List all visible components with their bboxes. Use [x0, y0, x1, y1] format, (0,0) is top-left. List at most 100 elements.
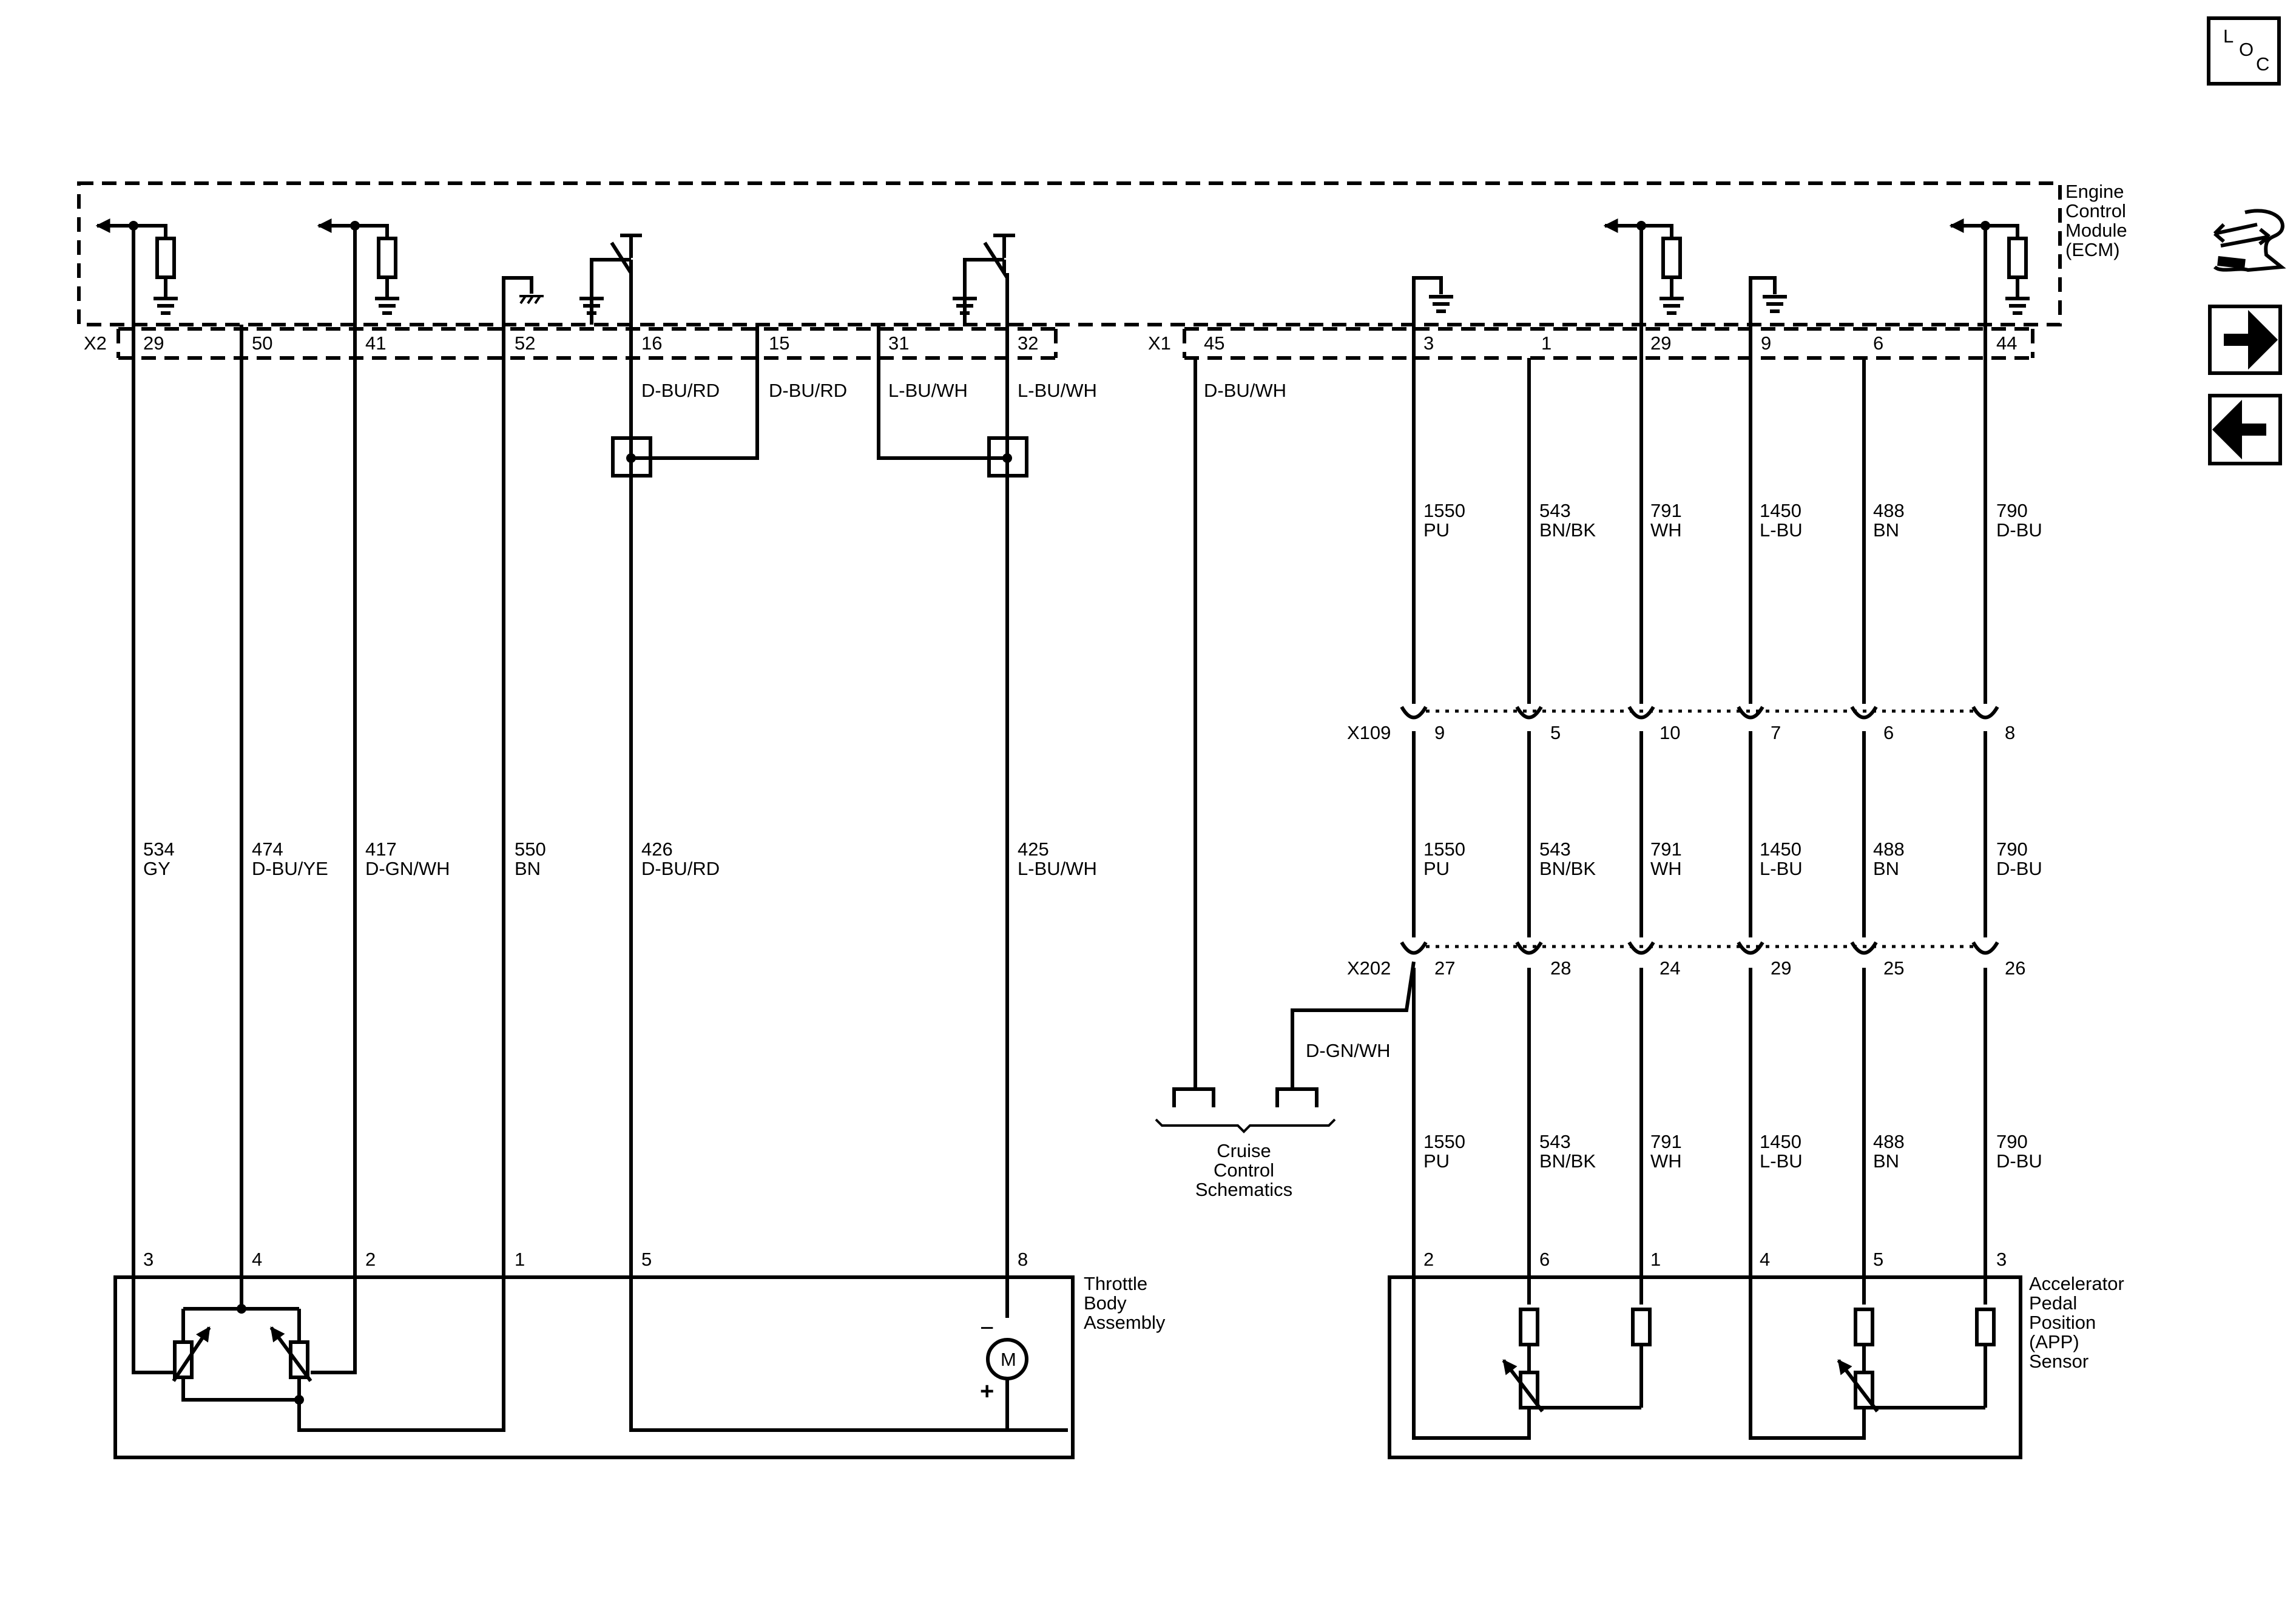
color-417: D-GN/WH: [365, 858, 450, 879]
svg-text:543: 543: [1539, 1131, 1571, 1152]
ecm-label-line2: Control: [2065, 200, 2126, 221]
tb-pin-2: 2: [365, 1249, 376, 1270]
arrow-left-icon: [2212, 399, 2266, 460]
pin-x1-45: 45: [1204, 333, 1224, 354]
svg-text:L-BU: L-BU: [1760, 519, 1803, 541]
app-pin-4: 4: [1760, 1249, 1770, 1270]
color-p15: D-BU/RD: [769, 380, 847, 401]
svg-text:PU: PU: [1423, 519, 1450, 541]
tb-pin-4: 4: [252, 1249, 262, 1270]
app-label-2: Pedal: [2029, 1292, 2077, 1314]
x109-pin-6: 6: [1883, 722, 1894, 743]
wrench-arrows-icon: [2213, 209, 2286, 272]
loc-button[interactable]: L O C: [2207, 16, 2281, 86]
color-p31: L-BU/WH: [888, 380, 968, 401]
svg-text:791: 791: [1650, 1131, 1682, 1152]
throttle-wire-labels: 534 GY 474 D-BU/YE 417 D-GN/WH 550 BN 42…: [143, 839, 1097, 879]
x202-pin-25: 25: [1883, 957, 1904, 979]
ecm-label-line1: Engine: [2065, 181, 2124, 202]
cruise-label-1: Cruise: [1217, 1140, 1271, 1161]
cruise-control-branch: D-GN/WH Cruise Control Schematics: [1155, 358, 1416, 1200]
color-p16: D-BU/RD: [641, 380, 720, 401]
svg-text:PU: PU: [1423, 858, 1450, 879]
app-wiring: [1412, 226, 1987, 1440]
wrench-arrows-button[interactable]: [2213, 209, 2286, 272]
wire-31: [877, 325, 1007, 460]
circuit-417: 417: [365, 839, 397, 860]
svg-text:488: 488: [1873, 839, 1905, 860]
pin-x2-41: 41: [365, 333, 386, 354]
throttle-wiring: [132, 226, 1068, 1432]
connector-x109: X109 9 5 10 7 6 8: [1347, 706, 2015, 743]
cruise-wire-color: D-GN/WH: [1306, 1040, 1390, 1061]
x202-pin-27: 27: [1434, 957, 1455, 979]
svg-text:WH: WH: [1650, 858, 1682, 879]
ecm-label-line3: Module: [2065, 220, 2127, 241]
ecm-outline: [77, 181, 2062, 326]
color-534: GY: [143, 858, 171, 879]
pin-x1-29: 29: [1650, 333, 1671, 354]
throttle-label-1: Throttle: [1084, 1273, 1147, 1294]
app-label-4: (APP): [2029, 1331, 2079, 1352]
pin-x2-29: 29: [143, 333, 164, 354]
color-426: D-BU/RD: [641, 858, 720, 879]
svg-text:791: 791: [1650, 500, 1682, 521]
svg-text:D-BU: D-BU: [1996, 519, 2042, 541]
pin-x2-31: 31: [888, 333, 909, 354]
tb-pin-1: 1: [515, 1249, 525, 1270]
svg-text:BN/BK: BN/BK: [1539, 858, 1596, 879]
svg-text:1450: 1450: [1760, 839, 1801, 860]
back-button[interactable]: [2208, 394, 2282, 465]
top-wire-colors: D-BU/RD D-BU/RD L-BU/WH L-BU/WH D-BU/WH: [641, 380, 1286, 401]
svg-text:BN: BN: [1873, 858, 1899, 879]
pin-x1-3: 3: [1423, 333, 1434, 354]
svg-text:BN/BK: BN/BK: [1539, 1150, 1596, 1172]
x202-label: X202: [1347, 957, 1391, 979]
motor-minus: −: [980, 1315, 994, 1342]
svg-text:BN/BK: BN/BK: [1539, 519, 1596, 541]
x109-pin-5: 5: [1550, 722, 1561, 743]
throttle-body-assembly: Throttle Body Assembly 3 4 2 1 5 8 M − +: [113, 1249, 1166, 1459]
svg-text:543: 543: [1539, 839, 1571, 860]
tb-pin-3: 3: [143, 1249, 154, 1270]
app-pin-5: 5: [1873, 1249, 1883, 1270]
motor-plus: +: [980, 1378, 994, 1405]
app-pin-2: 2: [1423, 1249, 1434, 1270]
pin-x2-16: 16: [641, 333, 662, 354]
ecm-internal-circuits: [95, 218, 2030, 325]
app-sensor: Accelerator Pedal Position (APP) Sensor …: [1388, 1249, 2124, 1459]
pin-x2-32: 32: [1018, 333, 1038, 354]
cruise-label-2: Control: [1214, 1160, 1274, 1181]
tb-pin-8: 8: [1018, 1249, 1028, 1270]
svg-text:D-BU: D-BU: [1996, 1150, 2042, 1172]
ecm-pin-labels: 29 50 41 52 16 15 31 32 45 3 1 29 9 6 44: [143, 333, 2017, 354]
x109-pin-7: 7: [1771, 722, 1781, 743]
x202-pin-28: 28: [1550, 957, 1571, 979]
svg-text:WH: WH: [1650, 1150, 1682, 1172]
circuit-474: 474: [252, 839, 283, 860]
app-pin-6: 6: [1539, 1249, 1550, 1270]
ecm-module: Engine Control Module (ECM) X2 X1: [77, 181, 2127, 360]
pin-x1-44: 44: [1996, 333, 2017, 354]
wire-534: [132, 226, 177, 1374]
x109-pin-9: 9: [1434, 722, 1445, 743]
wire-550: [297, 325, 505, 1432]
pin-x1-6: 6: [1873, 333, 1883, 354]
svg-text:D-BU: D-BU: [1996, 858, 2042, 879]
svg-text:1550: 1550: [1423, 1131, 1465, 1152]
color-p32: L-BU/WH: [1018, 380, 1097, 401]
throttle-label-3: Assembly: [1084, 1312, 1166, 1333]
pin-x2-52: 52: [515, 333, 535, 354]
circuit-425: 425: [1018, 839, 1049, 860]
forward-button[interactable]: [2208, 305, 2282, 375]
wire-417: [311, 226, 357, 1374]
circuit-534: 534: [143, 839, 175, 860]
connector-outline: [116, 327, 2034, 360]
app-label-5: Sensor: [2029, 1351, 2088, 1372]
color-p45: D-BU/WH: [1204, 380, 1286, 401]
svg-text:1450: 1450: [1760, 1131, 1801, 1152]
